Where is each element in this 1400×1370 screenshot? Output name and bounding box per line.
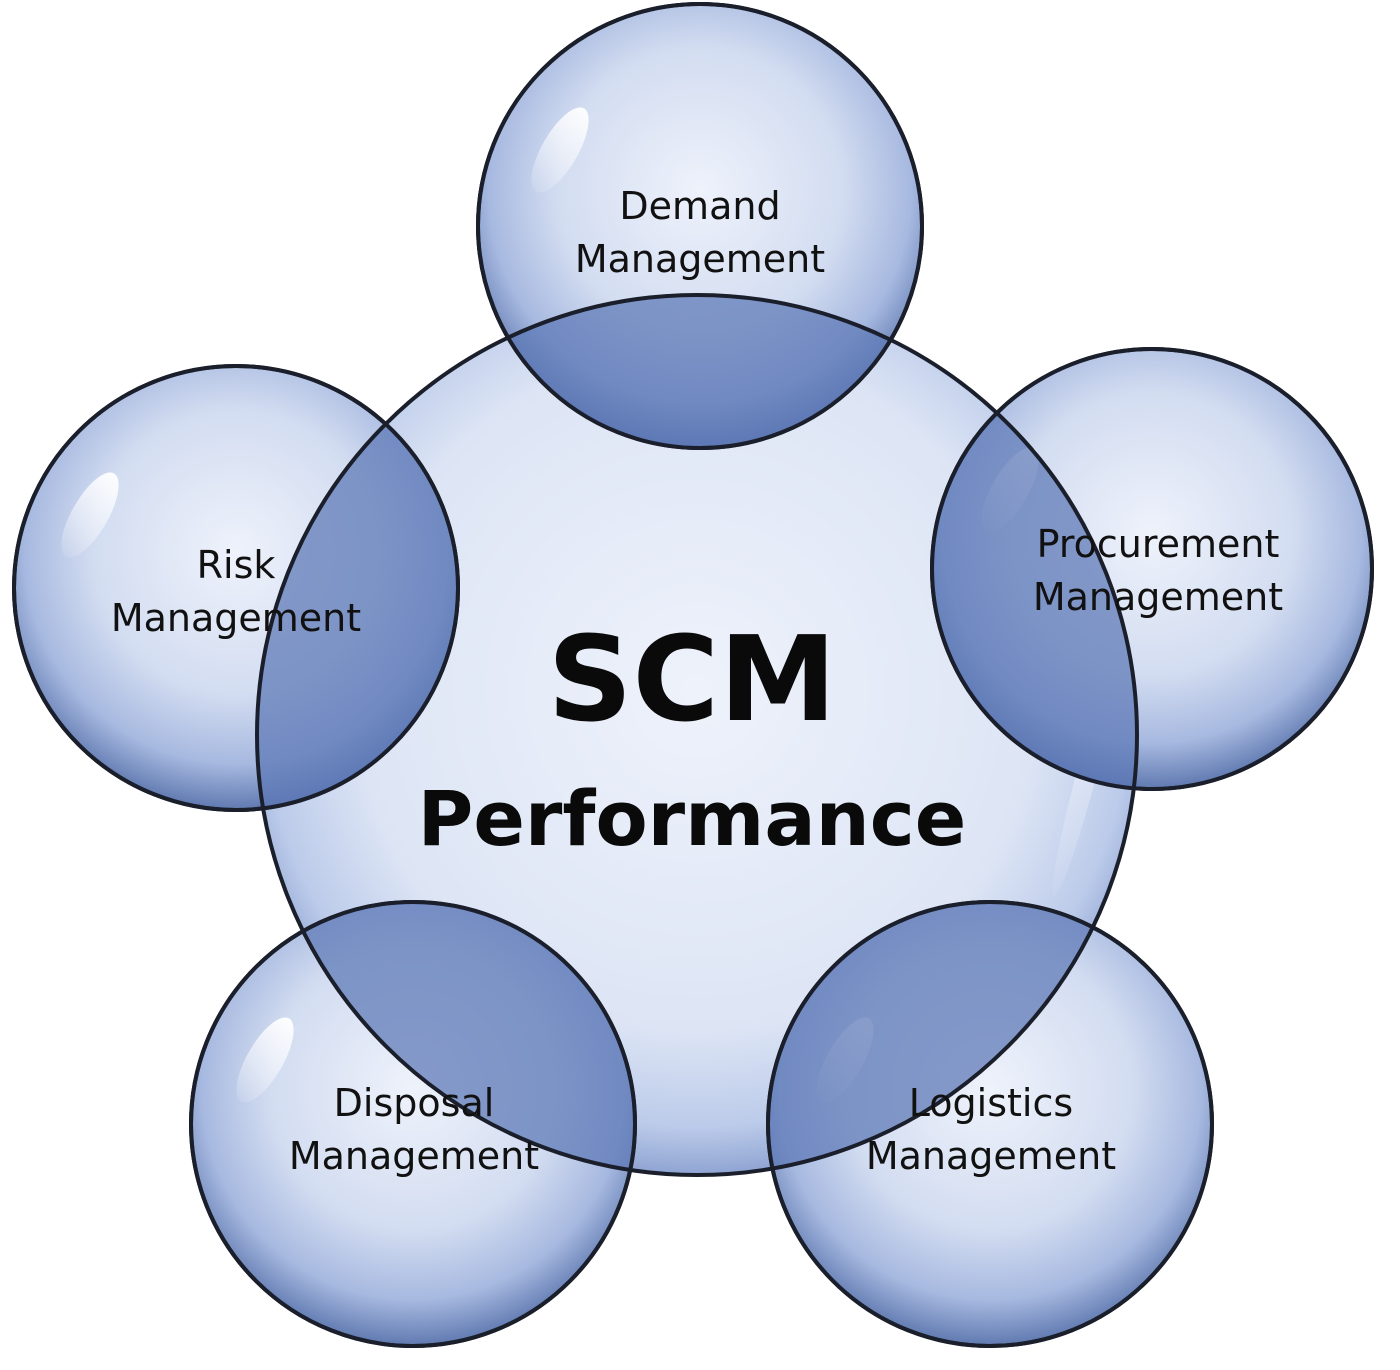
risk-label-line1: Risk	[197, 543, 276, 587]
center-subtitle: Performance	[418, 774, 967, 863]
logistics-label-line1: Logistics	[909, 1081, 1073, 1125]
logistics-label-line2: Management	[866, 1134, 1116, 1178]
overlap-logistics	[768, 902, 1139, 1177]
overlap-disposal	[255, 902, 635, 1177]
procurement-label-line2: Management	[1033, 575, 1283, 619]
overlap-risk	[255, 366, 458, 810]
procurement-label-line1: Procurement	[1037, 522, 1280, 566]
disposal-label-line2: Management	[289, 1134, 539, 1178]
center-title: SCM	[547, 610, 836, 748]
risk-label-line2: Management	[111, 596, 361, 640]
demand-label-line2: Management	[575, 237, 825, 281]
overlap-procurement	[932, 349, 1139, 789]
disposal-label-line1: Disposal	[334, 1081, 495, 1125]
demand-label-line1: Demand	[619, 184, 780, 228]
overlap-demand	[478, 293, 922, 448]
satellite-outlines	[12, 2, 1374, 1348]
